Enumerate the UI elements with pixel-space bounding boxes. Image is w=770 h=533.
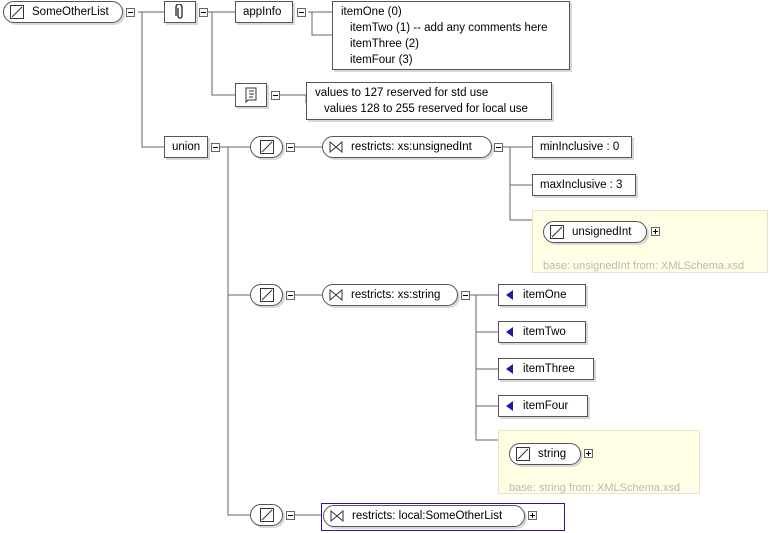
base-type-label: unsignedInt — [572, 226, 632, 238]
base-type-box-1: unsignedInt base: unsignedInt from: XMLS… — [532, 210, 768, 273]
selection-highlight — [321, 503, 565, 531]
restriction-icon — [329, 289, 343, 301]
base-type-unsignedint[interactable]: unsignedInt — [543, 221, 647, 243]
member-simpletype-1[interactable] — [250, 136, 283, 158]
documentation-collapse-toggle[interactable] — [271, 91, 280, 100]
enumeration-label: itemTwo — [523, 326, 566, 338]
appinfo-content: itemOne (0) itemTwo (1) -- add any comme… — [332, 1, 570, 70]
facet-mininclusive[interactable]: minInclusive : 0 — [532, 136, 632, 158]
enumeration-item-two[interactable]: itemTwo — [498, 321, 586, 343]
member-2-collapse-toggle[interactable] — [286, 291, 295, 300]
simpletype-icon — [259, 140, 274, 154]
member-3-collapse-toggle[interactable] — [286, 511, 295, 520]
restriction-1-collapse-toggle[interactable] — [494, 143, 503, 152]
root-collapse-toggle[interactable] — [126, 8, 135, 17]
base-type-string[interactable]: string — [509, 443, 581, 465]
documentation-icon — [245, 87, 257, 104]
enumeration-icon — [506, 364, 513, 374]
root-label: SomeOtherList — [32, 6, 109, 18]
enumeration-label: itemOne — [523, 289, 567, 301]
member-1-collapse-toggle[interactable] — [286, 143, 295, 152]
annotation-collapse-toggle[interactable] — [199, 8, 208, 17]
facet-label: maxInclusive : 3 — [540, 179, 623, 191]
enumeration-item-one[interactable]: itemOne — [498, 284, 586, 306]
member-simpletype-2[interactable] — [250, 284, 283, 306]
restriction-icon — [330, 510, 344, 522]
documentation-line: values 128 to 255 reserved for local use — [324, 103, 528, 115]
member-simpletype-3[interactable] — [250, 504, 283, 526]
documentation-content: values to 127 reserved for std use value… — [306, 82, 552, 120]
base-info: base: unsignedInt from: XMLSchema.xsd — [543, 260, 745, 272]
annotation-node[interactable] — [164, 1, 196, 23]
base-type-box-2: string base: string from: XMLSchema.xsd — [498, 430, 700, 494]
enumeration-label: itemFour — [523, 400, 569, 412]
simpletype-icon — [259, 288, 274, 302]
facet-maxinclusive[interactable]: maxInclusive : 3 — [532, 174, 636, 196]
union-label: union — [172, 141, 201, 153]
facet-label: minInclusive : 0 — [540, 141, 620, 153]
restriction-label: restricts: xs:unsignedInt — [351, 141, 472, 153]
simpletype-icon — [10, 5, 24, 19]
documentation-node[interactable] — [235, 83, 267, 107]
appinfo-line: itemFour (3) — [350, 54, 413, 66]
restriction-icon — [329, 141, 343, 153]
documentation-line: values to 127 reserved for std use — [315, 87, 489, 99]
appinfo-node[interactable]: appInfo — [235, 1, 293, 23]
base-info: base: string from: XMLSchema.xsd — [509, 482, 681, 494]
restriction-node-2[interactable]: restricts: xs:string — [322, 284, 458, 306]
base-type-expand-toggle[interactable] — [651, 227, 660, 236]
restriction-label: restricts: local:SomeOtherList — [352, 510, 503, 522]
restriction-node-3[interactable]: restricts: local:SomeOtherList — [323, 505, 525, 527]
enumeration-item-four[interactable]: itemFour — [498, 395, 588, 417]
appinfo-line: itemTwo (1) -- add any comments here — [350, 22, 548, 34]
simpletype-icon — [516, 447, 530, 461]
appinfo-line: itemThree (2) — [350, 38, 420, 50]
union-collapse-toggle[interactable] — [211, 143, 220, 152]
enumeration-label: itemThree — [523, 363, 575, 375]
enumeration-icon — [506, 327, 513, 337]
restriction-2-collapse-toggle[interactable] — [461, 291, 470, 300]
simpletype-icon — [550, 225, 564, 239]
base-type-label: string — [538, 448, 567, 460]
base-type-expand-toggle[interactable] — [584, 449, 593, 458]
simpletype-icon — [259, 508, 274, 522]
root-simpletype-node[interactable]: SomeOtherList — [3, 1, 123, 23]
paperclip-icon — [175, 4, 183, 19]
restriction-node-1[interactable]: restricts: xs:unsignedInt — [322, 136, 492, 158]
restriction-3-expand-toggle[interactable] — [528, 511, 537, 520]
enumeration-icon — [506, 290, 513, 300]
union-node[interactable]: union — [164, 136, 208, 158]
appinfo-collapse-toggle[interactable] — [297, 8, 306, 17]
appinfo-line: itemOne (0) — [341, 6, 402, 18]
restriction-label: restricts: xs:string — [351, 289, 441, 301]
enumeration-icon — [506, 401, 513, 411]
appinfo-label: appInfo — [243, 6, 282, 18]
enumeration-item-three[interactable]: itemThree — [498, 358, 594, 380]
